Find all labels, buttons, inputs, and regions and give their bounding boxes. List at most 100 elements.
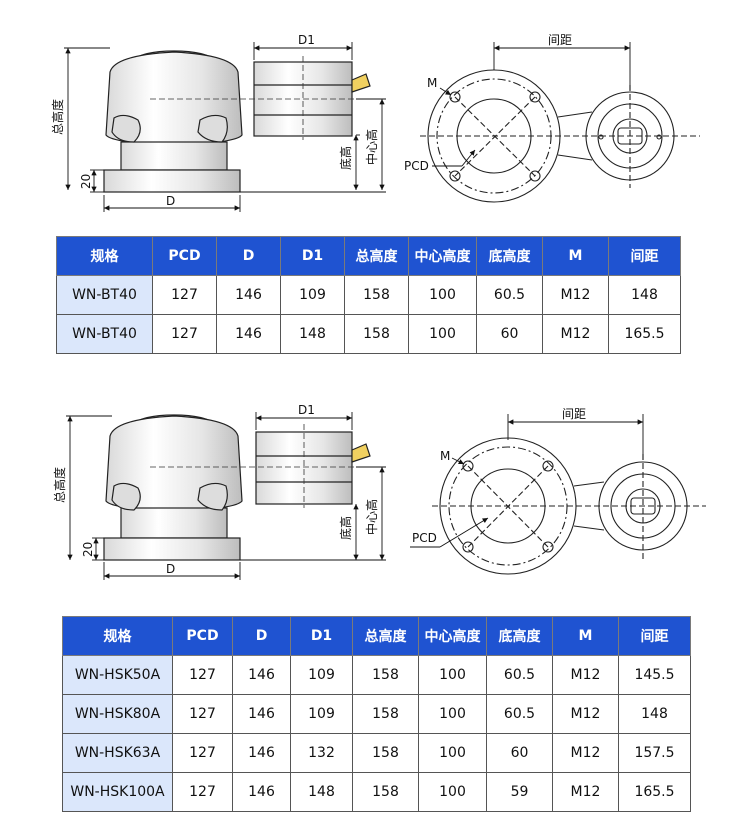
cell-total-height: 158: [344, 275, 409, 315]
header-d: D: [232, 616, 291, 656]
cell-total-height: 158: [352, 694, 419, 734]
table-row: WN-BT40 127 146 148 158 100 60 M12 165.5: [56, 314, 681, 354]
cell-pcd: 127: [152, 314, 217, 354]
cell-base-height: 60.5: [476, 275, 543, 315]
cell-base-height: 60.5: [486, 655, 553, 695]
label-center-height: 中心高: [364, 499, 379, 535]
cell-m: M12: [542, 314, 609, 354]
label-center-height: 中心高: [364, 129, 379, 165]
cell-d1: 109: [280, 275, 345, 315]
cell-base-height: 60: [476, 314, 543, 354]
cell-d1: 148: [290, 772, 353, 812]
header-m: M: [542, 236, 609, 276]
cell-d1: 148: [280, 314, 345, 354]
cell-spacing: 148: [608, 275, 681, 315]
cell-center-height: 100: [418, 694, 487, 734]
cell-model: WN-HSK100A: [62, 772, 173, 812]
header-pcd: PCD: [172, 616, 233, 656]
label-m: M: [440, 449, 450, 463]
cell-spacing: 165.5: [618, 772, 691, 812]
top-view-1: [420, 69, 700, 203]
label-base-height: 底高: [338, 516, 353, 540]
spec-table-2: 规格 PCD D D1 总高度 中心高度 底高度 M 间距 WN-HSK50A …: [62, 616, 691, 812]
label-pcd: PCD: [404, 159, 429, 173]
cell-total-height: 158: [344, 314, 409, 354]
label-base-thickness: 20: [81, 542, 95, 557]
cell-spacing: 145.5: [618, 655, 691, 695]
header-d1: D1: [290, 616, 353, 656]
label-d1: D1: [298, 33, 315, 47]
cell-model: WN-BT40: [56, 275, 153, 315]
top-view-2: [432, 437, 706, 575]
header-m: M: [552, 616, 619, 656]
cell-d: 146: [216, 275, 281, 315]
technical-drawing-1: D1 D 总高度 20 底高 中心高 间距 M PCD: [0, 0, 750, 232]
header-center-height: 中心高度: [418, 616, 487, 656]
cell-center-height: 100: [418, 733, 487, 773]
cell-total-height: 158: [352, 733, 419, 773]
cell-m: M12: [552, 733, 619, 773]
label-d1: D1: [298, 403, 315, 417]
cell-model: WN-BT40: [56, 314, 153, 354]
cell-center-height: 100: [408, 275, 477, 315]
header-center-height: 中心高度: [408, 236, 477, 276]
table-header-row: 规格 PCD D D1 总高度 中心高度 底高度 M 间距: [56, 236, 681, 276]
cell-pcd: 127: [172, 733, 233, 773]
cell-d1: 109: [290, 694, 353, 734]
header-spec: 规格: [56, 236, 153, 276]
cell-spacing: 157.5: [618, 733, 691, 773]
header-d: D: [216, 236, 281, 276]
spec-table-1: 规格 PCD D D1 总高度 中心高度 底高度 M 间距 WN-BT40 12…: [56, 236, 681, 354]
label-total-height: 总高度: [50, 99, 65, 135]
cell-m: M12: [542, 275, 609, 315]
cell-model: WN-HSK50A: [62, 655, 173, 695]
header-spacing: 间距: [618, 616, 691, 656]
label-base-height: 底高: [338, 146, 353, 170]
table-row: WN-HSK63A 127 146 132 158 100 60 M12 157…: [62, 733, 691, 773]
cell-d: 146: [216, 314, 281, 354]
cell-pcd: 127: [152, 275, 217, 315]
cell-base-height: 59: [486, 772, 553, 812]
cell-d: 146: [232, 655, 291, 695]
table-row: WN-BT40 127 146 109 158 100 60.5 M12 148: [56, 275, 681, 315]
cell-d: 146: [232, 772, 291, 812]
label-pcd: PCD: [412, 531, 437, 545]
side-view-1: [103, 50, 371, 193]
technical-drawing-2: D1 D 总高度 20 底高 中心高 间距 M PCD: [0, 390, 750, 612]
header-base-height: 底高度: [476, 236, 543, 276]
label-m: M: [427, 76, 437, 90]
cell-d1: 109: [290, 655, 353, 695]
header-base-height: 底高度: [486, 616, 553, 656]
cell-base-height: 60: [486, 733, 553, 773]
cell-model: WN-HSK80A: [62, 694, 173, 734]
cell-d: 146: [232, 694, 291, 734]
cell-m: M12: [552, 694, 619, 734]
label-d: D: [166, 562, 175, 576]
header-d1: D1: [280, 236, 345, 276]
table-row: WN-HSK50A 127 146 109 158 100 60.5 M12 1…: [62, 655, 691, 695]
cell-total-height: 158: [352, 655, 419, 695]
cell-pcd: 127: [172, 655, 233, 695]
label-spacing: 间距: [548, 33, 572, 47]
table-header-row: 规格 PCD D D1 总高度 中心高度 底高度 M 间距: [62, 616, 691, 656]
label-d: D: [166, 194, 175, 208]
header-pcd: PCD: [152, 236, 217, 276]
header-total-height: 总高度: [352, 616, 419, 656]
side-view-2: [103, 414, 371, 561]
table-row: WN-HSK80A 127 146 109 158 100 60.5 M12 1…: [62, 694, 691, 734]
cell-d: 146: [232, 733, 291, 773]
label-base-thickness: 20: [79, 174, 93, 189]
label-spacing: 间距: [562, 407, 586, 421]
cell-model: WN-HSK63A: [62, 733, 173, 773]
table-row: WN-HSK100A 127 146 148 158 100 59 M12 16…: [62, 772, 691, 812]
header-spacing: 间距: [608, 236, 681, 276]
cell-spacing: 165.5: [608, 314, 681, 354]
cell-d1: 132: [290, 733, 353, 773]
cell-base-height: 60.5: [486, 694, 553, 734]
cell-m: M12: [552, 772, 619, 812]
cell-pcd: 127: [172, 694, 233, 734]
cell-center-height: 100: [418, 772, 487, 812]
cell-m: M12: [552, 655, 619, 695]
cell-center-height: 100: [418, 655, 487, 695]
label-total-height: 总高度: [52, 467, 67, 503]
